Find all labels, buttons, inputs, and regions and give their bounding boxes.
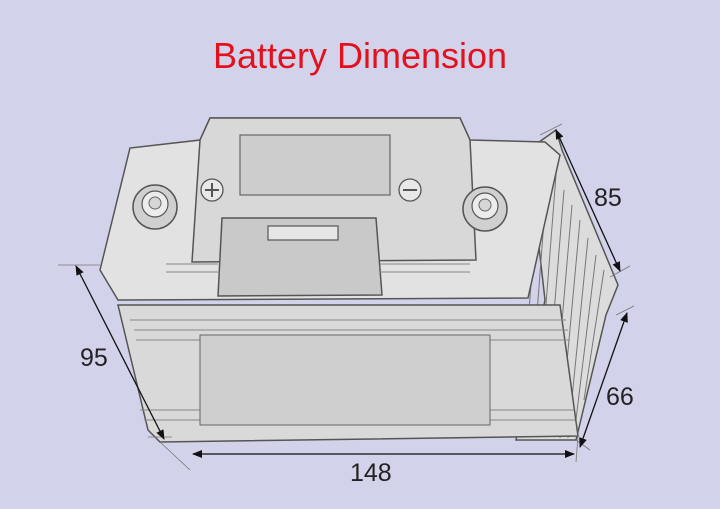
- handle-latch: [267, 225, 339, 241]
- right-terminal: [462, 186, 508, 232]
- diagram-title: Battery Dimension: [212, 35, 508, 76]
- dim-line-body-height: [579, 312, 628, 448]
- dim-line-height: [555, 129, 621, 272]
- handle-recess: [217, 217, 383, 297]
- dim-label-width: 95: [80, 344, 108, 372]
- dim-label-length: 148: [350, 459, 392, 487]
- left-terminal: [132, 184, 178, 230]
- dim-line-width: [75, 265, 165, 440]
- lid-panel: [239, 134, 391, 196]
- minus-icon: [398, 178, 422, 202]
- label-area: [199, 334, 491, 426]
- dimension-lines: [58, 123, 635, 471]
- dim-label-body-height: 66: [606, 383, 634, 411]
- lid-ribs: [166, 263, 470, 273]
- plus-icon: [200, 178, 224, 202]
- dim-label-height: 85: [594, 184, 622, 212]
